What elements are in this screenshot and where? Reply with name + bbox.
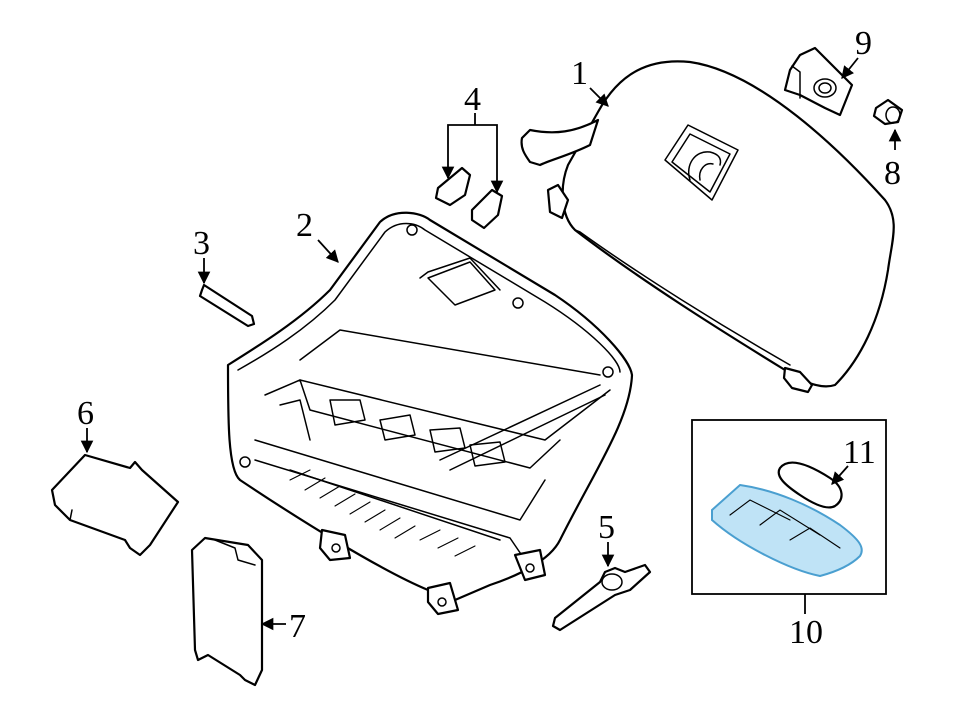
part-4-clips [434, 166, 504, 230]
part-3-pin [198, 283, 256, 328]
callout-6: 6 [77, 395, 94, 432]
part-7-panel [190, 536, 264, 687]
callout-10: 10 [789, 614, 823, 651]
part-2-glove-box-housing [226, 211, 634, 616]
part-6-cover [50, 453, 180, 557]
part-10-lamp-assembly-box [691, 419, 887, 595]
part-10-lamp-lens [711, 483, 863, 578]
part-5-damper [551, 563, 652, 632]
part-9-latch [783, 46, 854, 117]
callout-5: 5 [598, 509, 615, 546]
callout-9: 9 [855, 25, 872, 62]
part-8-lock-cylinder [872, 98, 904, 126]
callout-11: 11 [843, 434, 876, 471]
callout-3: 3 [193, 225, 210, 262]
callout-7: 7 [289, 608, 306, 645]
callout-1: 1 [571, 55, 588, 92]
callout-2: 2 [296, 207, 313, 244]
callout-4: 4 [464, 81, 481, 118]
part-11-bulb [777, 461, 843, 509]
callout-8: 8 [884, 155, 901, 192]
part-1-glove-box-door [520, 60, 895, 394]
